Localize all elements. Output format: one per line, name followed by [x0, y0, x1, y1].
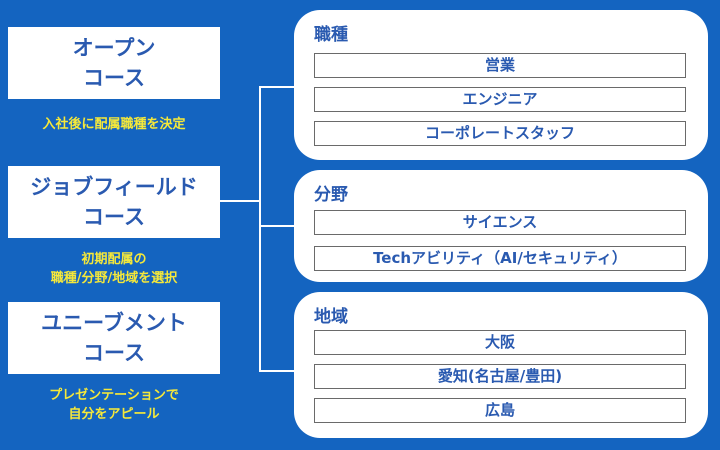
univement-course-title-line-2: コース	[83, 341, 145, 365]
job-field-course-description-line-2: 職種/分野/地域を選択	[50, 271, 178, 286]
field-group: 分野 サイエンス Techアビリティ（AI/セキュリティ）	[294, 170, 708, 282]
occupation-option-sales: 営業	[314, 53, 686, 78]
region-option-osaka: 大阪	[314, 330, 686, 355]
open-course-description-line-1: 入社後に配属職種を決定	[42, 117, 186, 132]
region-option-hiroshima: 広島	[314, 398, 686, 423]
univement-course-description-line-1: プレゼンテーションで	[49, 388, 179, 403]
univement-course-description: プレゼンテーションで 自分をアピール	[8, 386, 220, 424]
connector-horizontal-from-course	[220, 200, 260, 202]
open-course-title-line-1: オープン	[72, 36, 156, 60]
job-field-course-description-line-1: 初期配属の	[81, 252, 147, 267]
field-option-tech-ability: Techアビリティ（AI/セキュリティ）	[314, 246, 686, 271]
connector-to-region-group	[259, 370, 295, 372]
open-course-description: 入社後に配属職種を決定	[8, 115, 220, 134]
occupation-group-title: 職種	[314, 25, 348, 45]
univement-course-box: ユニーブメント コース	[8, 302, 220, 374]
connector-vertical-trunk	[259, 86, 261, 371]
job-field-course-description: 初期配属の 職種/分野/地域を選択	[8, 250, 220, 288]
region-option-aichi: 愛知(名古屋/豊田)	[314, 364, 686, 389]
field-group-title: 分野	[314, 185, 348, 205]
univement-course-description-line-2: 自分をアピール	[68, 407, 160, 422]
job-field-course-title-line-2: コース	[83, 205, 145, 229]
region-group: 地域 大阪 愛知(名古屋/豊田) 広島	[294, 292, 708, 438]
connector-to-occupation-group	[259, 86, 295, 88]
occupation-option-corporate-staff: コーポレートスタッフ	[314, 121, 686, 146]
region-group-title: 地域	[314, 307, 348, 327]
open-course-box: オープン コース	[8, 27, 220, 99]
connector-to-field-group	[259, 225, 295, 227]
job-field-course-box: ジョブフィールド コース	[8, 166, 220, 238]
univement-course-title-line-1: ユニーブメント	[41, 311, 187, 335]
occupation-option-engineer: エンジニア	[314, 87, 686, 112]
job-field-course-title-line-1: ジョブフィールド	[30, 175, 198, 199]
occupation-group: 職種 営業 エンジニア コーポレートスタッフ	[294, 10, 708, 160]
open-course-title-line-2: コース	[83, 66, 145, 90]
field-option-science: サイエンス	[314, 210, 686, 235]
